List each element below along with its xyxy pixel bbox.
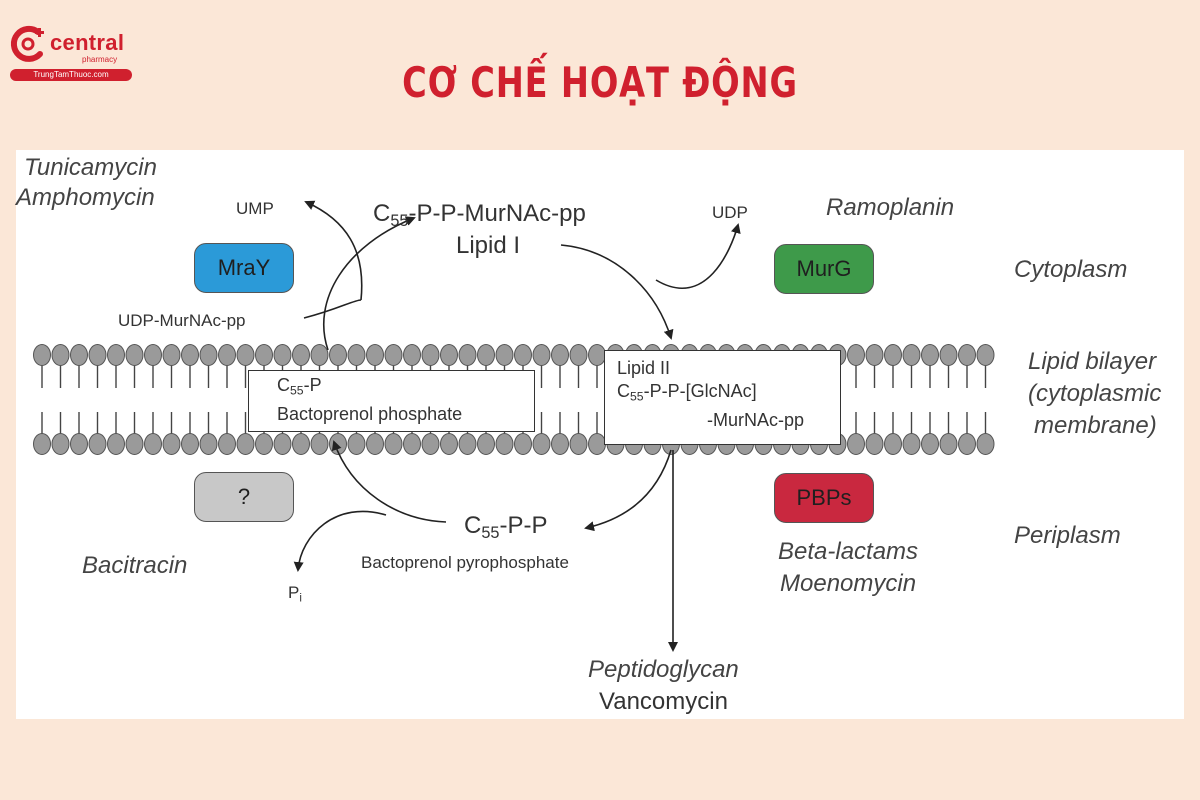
page-title: CƠ CHẾ HOẠT ĐỘNG [402,58,798,107]
arrow-udpmurnac-in [303,299,362,319]
enzyme-murg-label: MurG [796,256,852,281]
logo-mark-icon [10,25,44,62]
c55p-box: C55-P Bactoprenol phosphate [248,370,535,432]
arrow-to-lipid2 [560,244,674,340]
label-ramoplanin: Ramoplanin [826,194,955,221]
arrow-to-c55pp [584,449,672,532]
c55pp-formula-text: -P-P [499,512,548,539]
label-membrane: membrane) [1034,412,1157,439]
logo-url: TrungTamThuoc.com [10,69,132,81]
arrow-to-ump [304,200,363,301]
arrow-to-udp [655,223,741,289]
label-udp-murnac: UDP-MurNAc-pp [118,311,246,330]
label-ump: UMP [236,199,274,218]
diagram-graphics [33,200,995,652]
enzyme-pbps: PBPs [774,473,874,523]
label-tunicamycin: Tunicamycin [24,154,157,181]
label-peptidoglycan: Peptidoglycan [588,656,739,683]
label-lipid1-formula: C55-P-P-MurNAc-pp [373,200,586,230]
arrow-to-lipid1 [323,216,416,351]
cycle-arrows [293,200,741,652]
lipid1-formula-text: -P-P-MurNAc-pp [408,200,586,227]
central-pharmacy-logo: central pharmacy TrungTamThuoc.com [8,22,138,86]
label-pi: Pi [288,583,302,605]
arrow-to-pi [293,510,387,572]
label-periplasm: Periplasm [1014,522,1121,549]
label-amphomycin: Amphomycin [16,184,155,211]
label-c55pp-formula: C55-P-P [464,512,548,542]
enzyme-mray-label: MraY [217,255,271,280]
lipid1-subscript: 55 [390,211,409,230]
enzyme-mray: MraY [194,243,294,293]
diagram-panel: Tunicamycin Amphomycin Ramoplanin Cytopl… [16,150,1184,719]
label-bacitracin: Bacitracin [82,552,188,579]
lipid2-subscript: 55 [630,389,644,404]
c55p-subscript: 55 [290,383,304,398]
arrow-to-c55p [331,440,447,523]
label-lipid1-name: Lipid I [456,232,521,259]
enzyme-murg: MurG [774,244,874,294]
lipid-bilayer [33,344,995,455]
c55p-name: Bactoprenol phosphate [277,403,463,424]
lipid2-formula-text: -P-P-[GlcNAc] [643,381,757,401]
lipid2-name: Lipid II [617,358,671,378]
enzyme-unknown: ? [194,472,294,522]
logo-word: central [50,30,125,55]
c55p-formula-text: -P [303,375,322,395]
lipid2-formula-2: -MurNAc-pp [707,409,805,430]
c55p-formula: C55-P [277,375,322,398]
lipid2-formula: C55-P-P-[GlcNAc] [617,381,757,404]
enzyme-pbps-label: PBPs [796,485,852,510]
label-udp: UDP [712,203,748,222]
c55pp-subscript: 55 [481,523,500,542]
label-cytoplasmic: (cytoplasmic [1028,380,1162,407]
label-vancomycin: Vancomycin [599,688,728,715]
label-cytoplasm: Cytoplasm [1014,256,1128,283]
enzyme-unknown-label: ? [237,484,251,509]
label-c55pp-name: Bactoprenol pyrophosphate [361,553,569,572]
lipid2-box: Lipid II C55-P-P-[GlcNAc] -MurNAc-pp [604,350,841,445]
logo-sub: pharmacy [82,55,118,64]
label-moenomycin: Moenomycin [780,570,917,597]
label-lipid-bilayer: Lipid bilayer [1028,348,1157,375]
label-beta-lactams: Beta-lactams [778,538,919,565]
pi-subscript: i [299,592,302,605]
